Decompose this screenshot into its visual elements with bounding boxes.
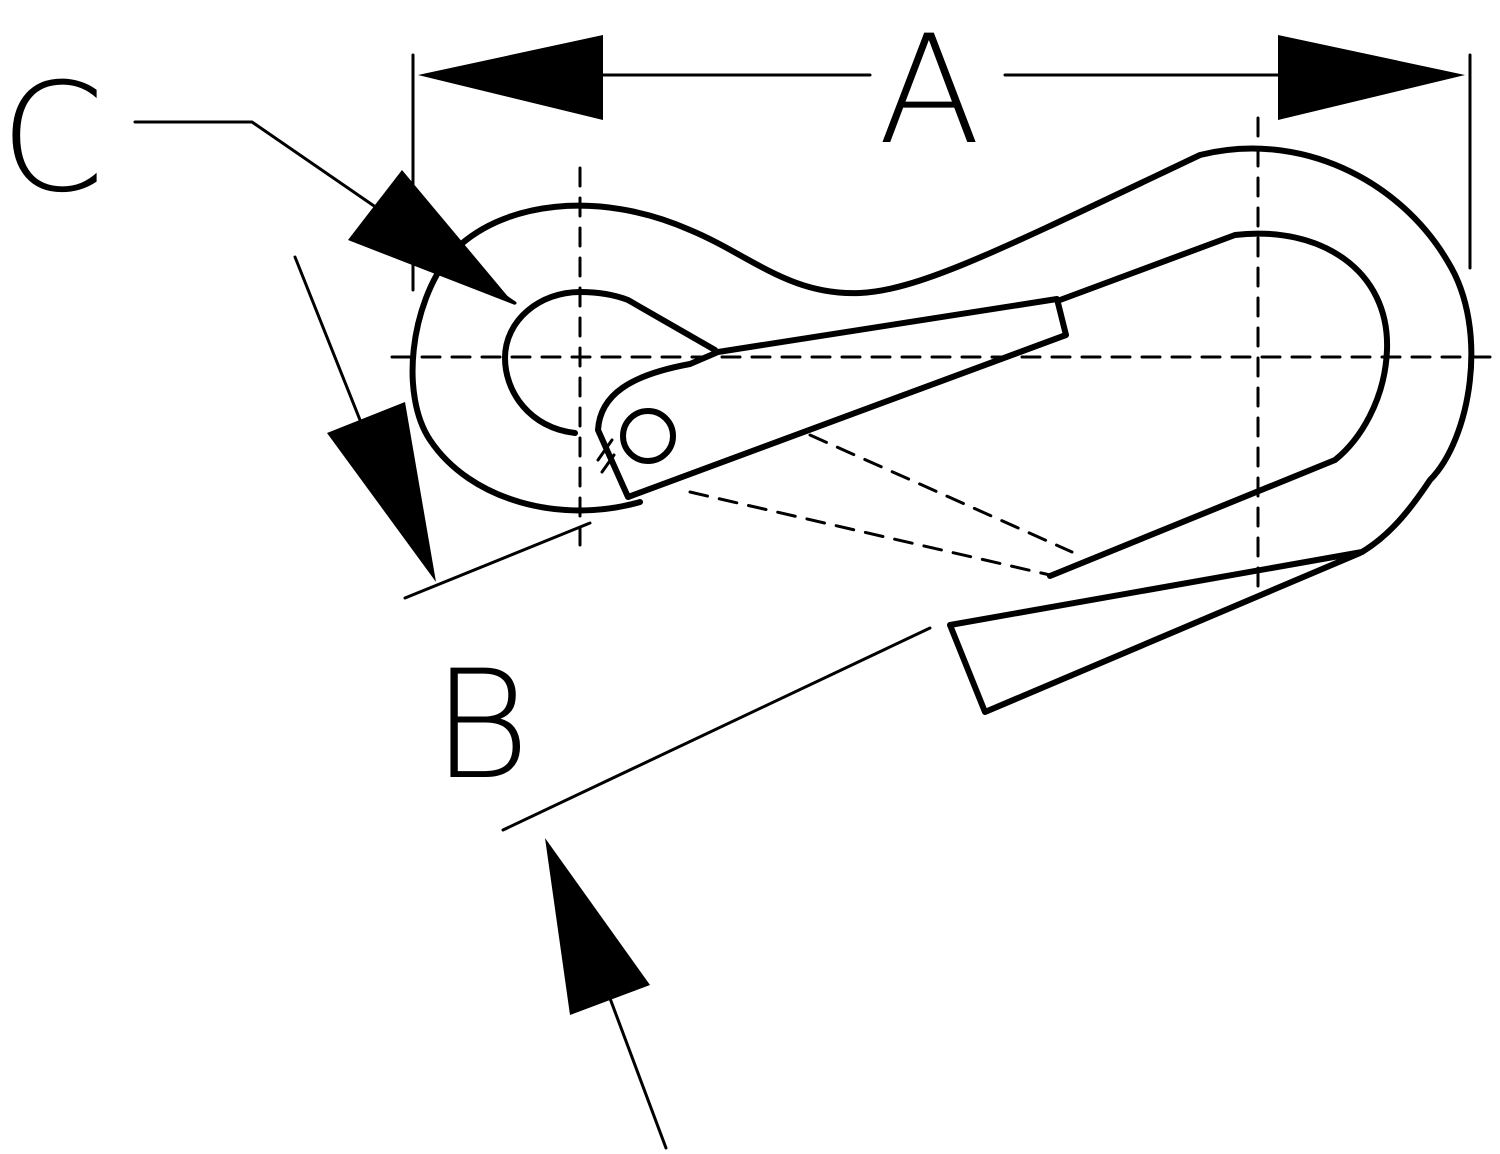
dimension-a-right-arrow: [1278, 35, 1465, 120]
dimension-c-arrow: [348, 170, 515, 305]
dimension-a-left-arrow: [418, 35, 603, 120]
hook-outer-outline: [409, 145, 1475, 715]
dimension-b-bottom-leader: [603, 983, 668, 1150]
hook-inner-outline: [1047, 230, 1391, 579]
dimension-b-bottom-arrow: [545, 838, 650, 1015]
gate-open-outer-edge: [688, 490, 1052, 577]
center-lines: [390, 116, 1500, 597]
snap-hook: [409, 145, 1475, 715]
dimension-b-bottom-extension: [501, 626, 932, 832]
dimension-b-label: B: [432, 639, 530, 813]
gate-open-position: [688, 433, 1074, 577]
dimension-b-top-leader: [293, 255, 362, 422]
dimension-b: B: [293, 255, 932, 1150]
eye-hole: [502, 289, 718, 436]
dimension-c: C: [0, 52, 517, 305]
dimension-a-label: A: [878, 4, 981, 178]
gate-open-inner-edge: [808, 433, 1074, 554]
gate-pivot-pin: [620, 408, 676, 464]
dimension-b-top-arrow: [327, 402, 436, 582]
gate-lever: [595, 296, 1069, 500]
dimension-b-top-extension: [403, 521, 592, 600]
dimension-a: A: [411, 4, 1472, 292]
gate-pivot-hatch: [596, 438, 616, 474]
dimension-c-label: C: [0, 52, 105, 226]
